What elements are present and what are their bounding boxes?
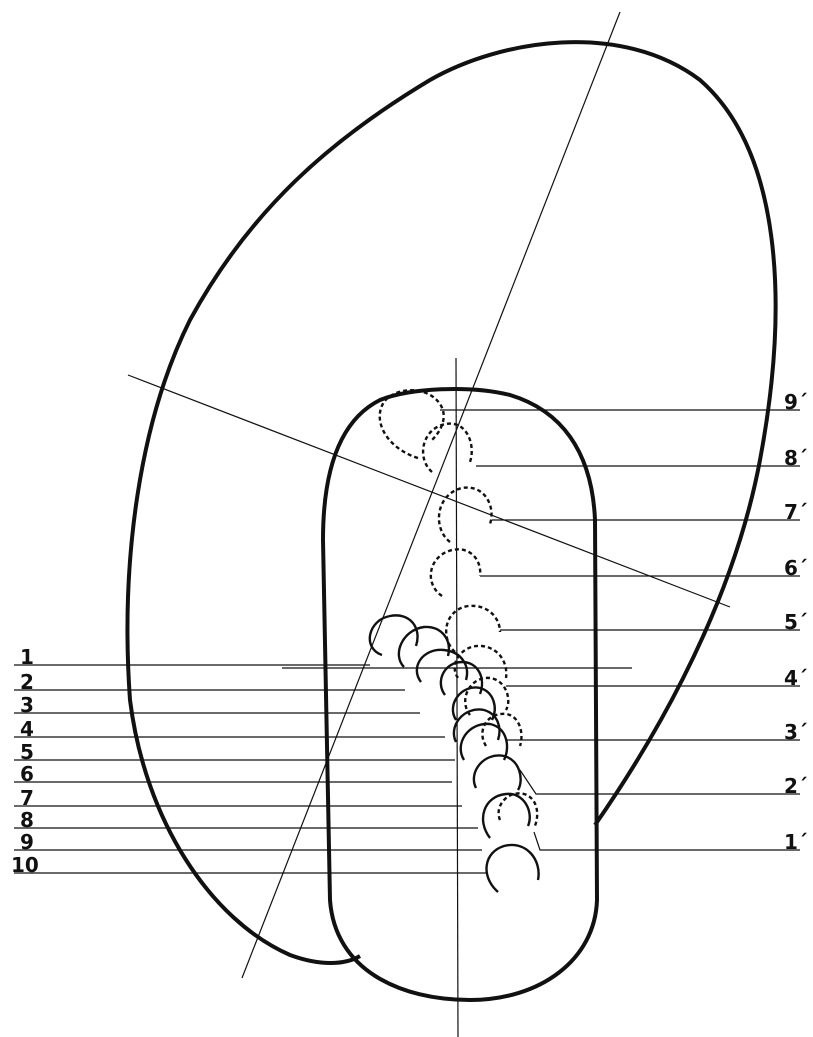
right-leader-lines (440, 409, 800, 851)
right-label-9prime: 9´ (784, 390, 808, 414)
left-label-1: 1 (20, 645, 34, 669)
right-label-5prime: 5´ (784, 610, 808, 634)
left-label-9: 9 (20, 830, 34, 854)
dashed-loop-2prime (481, 712, 523, 747)
dashed-loop-9prime (378, 389, 445, 460)
left-label-7: 7 (20, 786, 34, 810)
right-label-1prime: 1´ (784, 830, 808, 854)
left-label-group: 1 2 3 4 5 6 7 8 9 10 (11, 645, 39, 877)
right-label-group: 9´ 8´ 7´ 6´ 5´ 4´ 3´ 2´ 1´ (784, 390, 808, 854)
left-label-5: 5 (20, 740, 34, 764)
dashed-loop-7prime (437, 486, 493, 543)
right-label-2prime: 2´ (784, 774, 808, 798)
solid-loop-series (368, 614, 540, 893)
left-label-10: 10 (11, 853, 39, 877)
right-leader-1prime (533, 831, 800, 851)
inner-capsule-outline (321, 386, 599, 1002)
dashed-loop-1prime (497, 792, 539, 829)
right-leader-2prime (519, 769, 800, 795)
dashed-loop-8prime (421, 422, 473, 473)
solid-loop-9 (481, 792, 531, 839)
outer-oval-outline (125, 40, 778, 965)
dashed-loop-4prime (453, 644, 508, 679)
right-label-8prime: 8´ (784, 446, 808, 470)
transverse-axis-line (127, 374, 731, 608)
left-label-6: 6 (20, 762, 34, 786)
left-label-2: 2 (20, 670, 34, 694)
solid-loop-4 (439, 660, 484, 696)
solid-loop-3 (415, 648, 469, 683)
solid-loop-10 (485, 843, 540, 893)
right-label-4prime: 4´ (784, 666, 808, 690)
diagonal-axis-line (241, 11, 621, 979)
right-label-3prime: 3´ (784, 720, 808, 744)
dashed-loop-series (378, 389, 539, 829)
left-label-4: 4 (20, 717, 34, 741)
dashed-loop-5prime (445, 604, 502, 653)
solid-loop-7 (459, 722, 509, 761)
right-label-7prime: 7´ (784, 500, 808, 524)
dashed-loop-6prime (429, 548, 482, 597)
solid-loop-2 (397, 625, 451, 668)
dashed-loop-3prime (464, 676, 510, 716)
solid-loop-1 (368, 614, 419, 657)
left-leader-lines (14, 664, 488, 874)
solid-loop-5 (451, 686, 496, 721)
solid-loop-8 (472, 754, 522, 791)
left-label-3: 3 (20, 693, 34, 717)
right-label-6prime: 6´ (784, 556, 808, 580)
left-label-8: 8 (20, 808, 34, 832)
